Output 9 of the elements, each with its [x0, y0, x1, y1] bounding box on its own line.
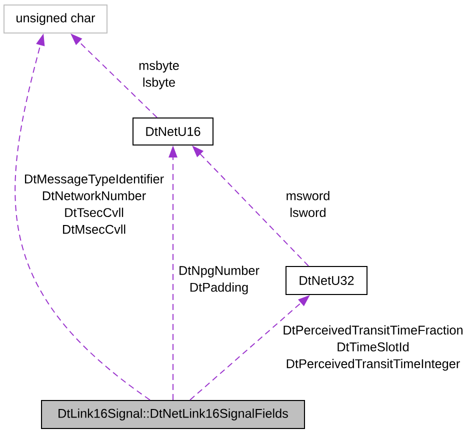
- edge-label: msbyte lsbyte: [139, 60, 179, 90]
- class-box: DtNetU16: [132, 118, 214, 146]
- edge-label: msword lsword: [286, 190, 330, 218]
- edge-label: DtMessageTypeIdentifier DtNetworkNumber DtTsecCvll DtMsecCvll: [25, 174, 164, 234]
- class-box: unsigned char: [4, 4, 108, 34]
- class-box: DtNetU32: [286, 266, 368, 295]
- edge-label: DtPerceivedTransitTimeFraction DtTimeSlotId DtPerceivedTransitTimeInteger: [284, 325, 462, 371]
- edge-label: DtNpgNumber DtPadding: [180, 266, 260, 294]
- class-box: DtLink16Signal::DtNetLink16SignalFields: [41, 400, 305, 429]
